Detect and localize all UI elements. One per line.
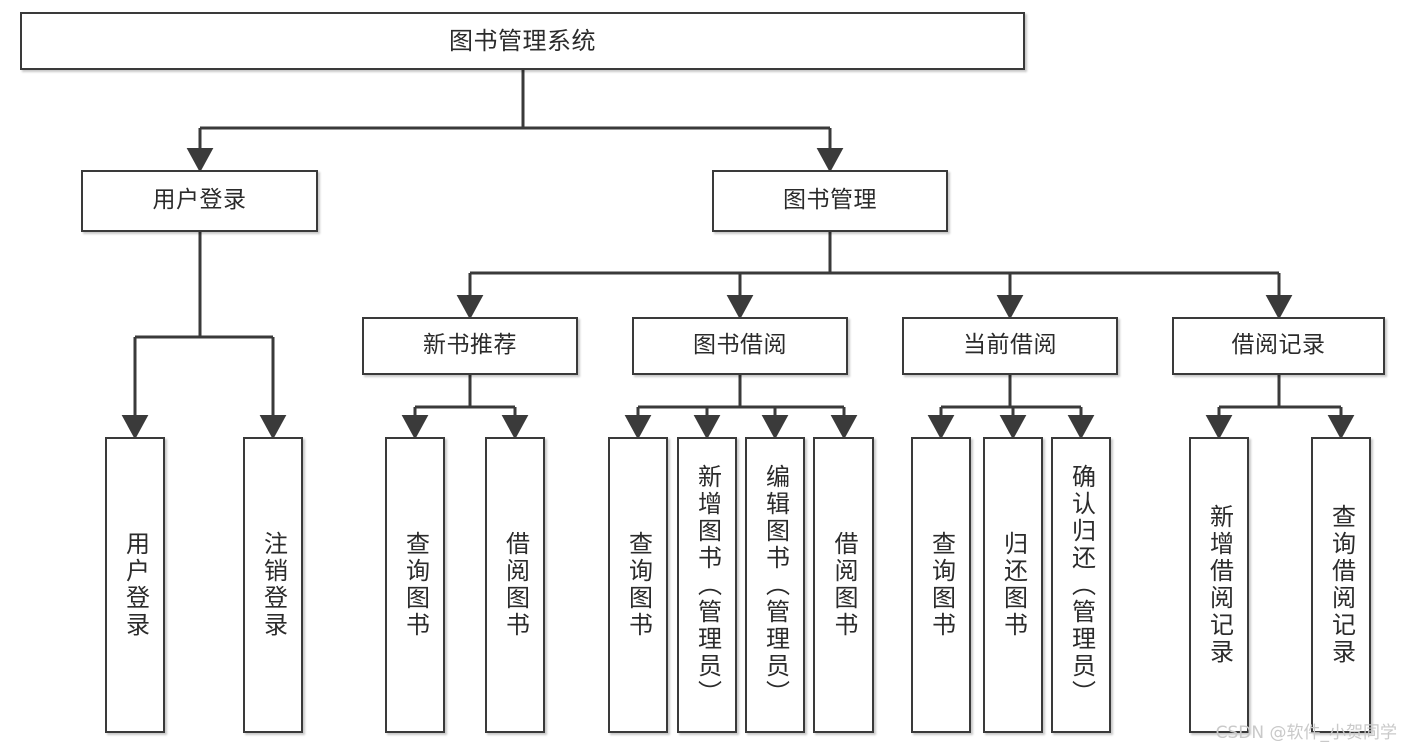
node-label: 查询图书 xyxy=(624,531,653,639)
node-label: 借阅图书 xyxy=(829,531,858,639)
node-label: 借阅记录 xyxy=(1231,332,1326,359)
node-leaf-query-record[interactable]: 查询借阅记录 xyxy=(1311,437,1371,733)
node-book-borrow[interactable]: 图书借阅 xyxy=(632,317,848,375)
node-label: 当前借阅 xyxy=(963,332,1057,359)
node-root[interactable]: 图书管理系统 xyxy=(20,12,1025,70)
node-book-manage[interactable]: 图书管理 xyxy=(712,170,948,232)
node-leaf-user-logout[interactable]: 注销登录 xyxy=(243,437,303,733)
node-label: 新增借阅记录 xyxy=(1205,504,1234,666)
node-leaf-query-book-2[interactable]: 查询图书 xyxy=(608,437,668,733)
node-leaf-add-record[interactable]: 新增借阅记录 xyxy=(1189,437,1249,733)
connector-bus xyxy=(1219,375,1341,409)
connector-bus xyxy=(941,375,1081,409)
connector-bus xyxy=(470,232,1279,275)
node-label: 用户登录 xyxy=(121,531,150,639)
node-label: 查询图书 xyxy=(927,531,956,639)
node-borrow-record[interactable]: 借阅记录 xyxy=(1172,317,1385,375)
node-leaf-confirm-return[interactable]: 确认归还（管理员） xyxy=(1051,437,1111,733)
node-label: 编辑图书（管理员） xyxy=(761,463,790,707)
node-label: 用户登录 xyxy=(152,187,247,214)
node-leaf-query-book-1[interactable]: 查询图书 xyxy=(385,437,445,733)
connector-bus xyxy=(135,232,273,339)
node-label: 归还图书 xyxy=(999,531,1028,639)
node-label: 新增图书（管理员） xyxy=(693,463,722,707)
node-leaf-borrow-book-1[interactable]: 借阅图书 xyxy=(485,437,545,733)
node-label: 图书借阅 xyxy=(693,332,787,359)
node-label: 确认归还（管理员） xyxy=(1067,463,1096,707)
node-label: 借阅图书 xyxy=(501,531,530,639)
node-leaf-edit-book[interactable]: 编辑图书（管理员） xyxy=(745,437,805,733)
node-label: 查询借阅记录 xyxy=(1327,504,1356,666)
node-leaf-query-book-3[interactable]: 查询图书 xyxy=(911,437,971,733)
node-leaf-add-book[interactable]: 新增图书（管理员） xyxy=(677,437,737,733)
node-label: 注销登录 xyxy=(259,531,288,639)
node-leaf-return-book[interactable]: 归还图书 xyxy=(983,437,1043,733)
node-user-login[interactable]: 用户登录 xyxy=(81,170,318,232)
node-new-book-rec[interactable]: 新书推荐 xyxy=(362,317,578,375)
connector-bus xyxy=(415,375,515,409)
node-label: 查询图书 xyxy=(401,531,430,639)
node-leaf-borrow-book-2[interactable]: 借阅图书 xyxy=(813,437,874,733)
node-label: 新书推荐 xyxy=(423,332,517,359)
connector-bus xyxy=(200,70,830,130)
watermark-label: CSDN @软件_小贺同学 xyxy=(1215,723,1397,743)
node-label: 图书管理 xyxy=(783,187,877,214)
node-leaf-user-login[interactable]: 用户登录 xyxy=(105,437,165,733)
connector-bus xyxy=(638,375,844,409)
node-label: 图书管理系统 xyxy=(449,26,596,55)
node-current-borrow[interactable]: 当前借阅 xyxy=(902,317,1118,375)
